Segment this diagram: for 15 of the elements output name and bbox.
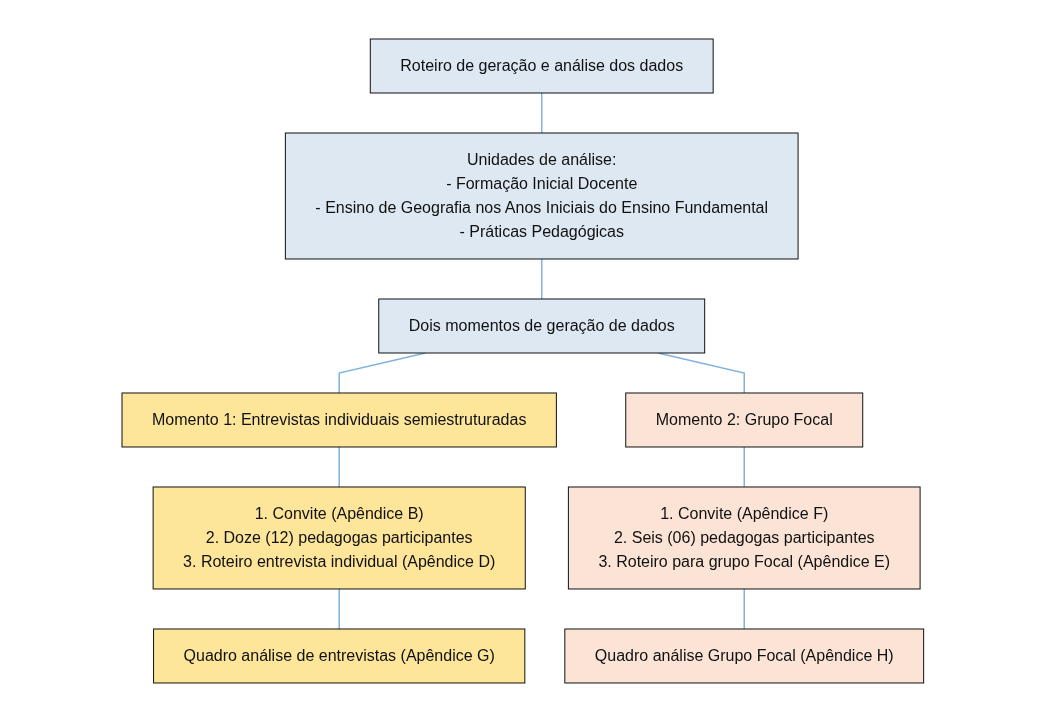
node-box: 1. Convite (Apêndice F) 2. Seis (06) pedagogas participantes 3. Roteiro para grupo Focal (Apêndice E) bbox=[567, 486, 921, 590]
node-box: 1. Convite (Apêndice B) 2. Doze (12) pedagogas participantes 3. Roteiro entrevista individual (Apêndice D) bbox=[152, 486, 526, 590]
connector bbox=[540, 92, 543, 134]
connector bbox=[338, 446, 340, 488]
node-box: Quadro análise de entrevistas (Apêndice G) bbox=[152, 628, 525, 684]
node-box: Unidades de análise: - Formação Inicial Docente - Ensino de Geografia nos Anos Iniciais do Ensino Fundamental - Práticas Pedagógicas bbox=[284, 132, 799, 260]
node-box: Quadro análise Grupo Focal (Apêndice H) bbox=[564, 628, 924, 684]
connector bbox=[338, 588, 340, 630]
connector bbox=[743, 446, 745, 488]
node-box: Roteiro de geração e análise dos dados bbox=[369, 38, 714, 94]
node-box: Momento 2: Grupo Focal bbox=[624, 392, 863, 448]
connector bbox=[743, 588, 745, 630]
connector bbox=[540, 258, 543, 300]
node-box: Momento 1: Entrevistas individuais semiestruturadas bbox=[121, 392, 557, 448]
node-box: Dois momentos de geração de dados bbox=[377, 298, 705, 354]
